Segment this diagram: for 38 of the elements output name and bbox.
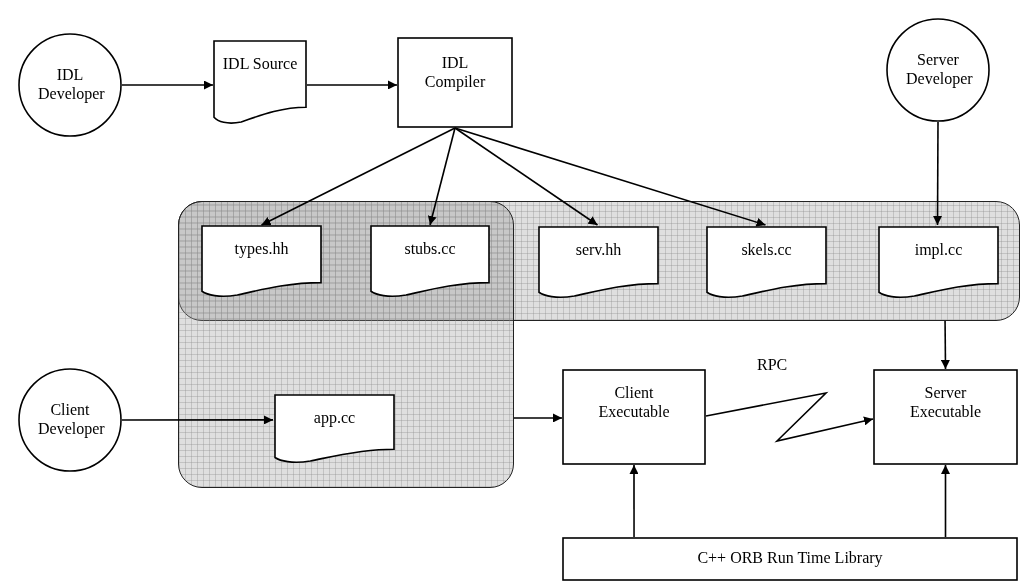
document-shape xyxy=(538,226,659,298)
node-label: C++ ORB Run Time Library xyxy=(696,548,884,568)
arrow xyxy=(454,127,767,227)
node-label: Client Executable xyxy=(597,383,671,422)
arrow xyxy=(705,391,874,443)
actor-circle xyxy=(18,368,122,472)
node-label: IDL Compiler xyxy=(423,52,487,91)
process-box xyxy=(397,37,513,128)
arrow xyxy=(933,121,943,226)
node-label: Server Executable xyxy=(908,383,983,422)
arrow xyxy=(513,413,563,423)
arrow xyxy=(940,320,950,370)
arrow xyxy=(121,415,274,425)
arrow xyxy=(629,464,639,538)
arrow xyxy=(454,127,599,226)
document-shape xyxy=(706,226,827,298)
actor-circle xyxy=(886,18,990,122)
node-label: impl.cc xyxy=(913,240,964,260)
node-label: stubs.cc xyxy=(403,239,457,259)
document-shape xyxy=(201,225,322,297)
document-shape xyxy=(370,225,490,297)
document-shape xyxy=(274,394,395,463)
node-label: IDL Source xyxy=(221,54,299,74)
arrow xyxy=(121,80,214,90)
document-shape xyxy=(213,40,307,124)
arrow xyxy=(306,80,398,90)
actor-circle xyxy=(18,33,122,137)
arrow xyxy=(941,464,950,538)
node-label: app.cc xyxy=(312,408,357,428)
node-label: types.hh xyxy=(233,239,290,259)
process-box xyxy=(873,369,1018,465)
arrow xyxy=(427,127,456,226)
node-label: skels.cc xyxy=(740,240,793,260)
process-box xyxy=(562,369,706,465)
node-label: serv.hh xyxy=(574,240,623,260)
arrow xyxy=(260,127,456,226)
process-box xyxy=(562,537,1018,581)
document-shape xyxy=(878,226,999,298)
